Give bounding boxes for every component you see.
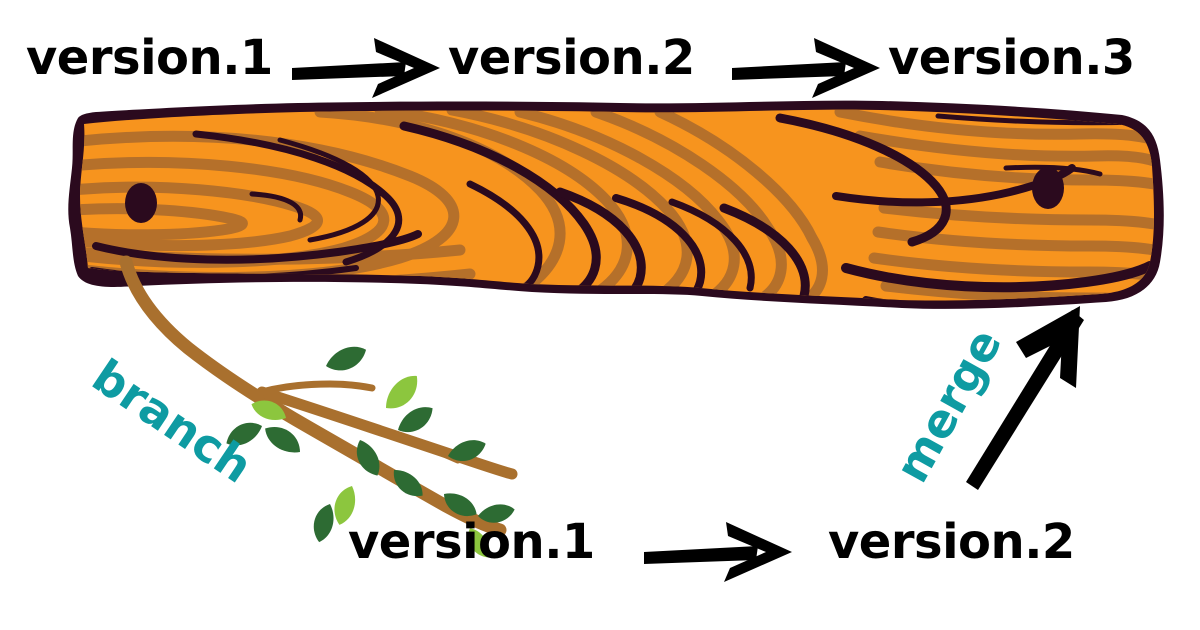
top-version-2-label: version.2 bbox=[448, 30, 695, 86]
bottom-arrow-1 bbox=[644, 522, 792, 582]
wood-grain bbox=[80, 109, 1154, 301]
trunk-log bbox=[68, 100, 1164, 309]
log-knot-right bbox=[1032, 167, 1064, 209]
branch-twig-left bbox=[272, 400, 348, 450]
branch-version-2-label: version.2 bbox=[828, 514, 1075, 570]
leafy-side-branch bbox=[119, 255, 518, 563]
branch-version-1-label: version.1 bbox=[348, 514, 595, 570]
log-knot-left bbox=[125, 183, 157, 223]
top-arrows bbox=[292, 38, 880, 98]
branch-twig-upper bbox=[258, 380, 376, 396]
merge-arrow bbox=[966, 306, 1084, 490]
top-version-3-label: version.3 bbox=[888, 30, 1135, 86]
top-arrow-1 bbox=[292, 38, 440, 98]
top-arrow-2 bbox=[732, 38, 880, 98]
top-version-1-label: version.1 bbox=[26, 30, 273, 86]
